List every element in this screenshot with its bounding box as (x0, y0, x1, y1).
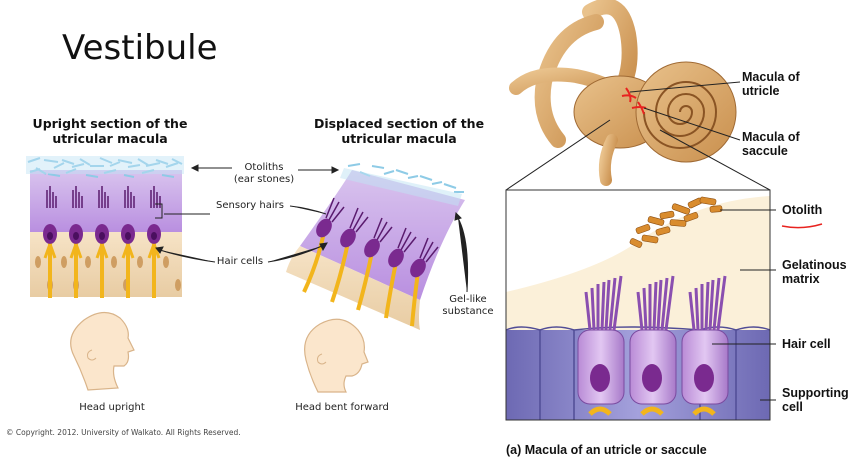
detail-leader-lines (712, 209, 776, 401)
left-leader-lines (155, 164, 469, 293)
head-bent-forward-icon (304, 318, 369, 393)
copyright-notice: © Copyright. 2012. University of Walkato… (6, 428, 241, 437)
macula-utricle-label: Macula of utricle (742, 70, 800, 98)
upright-section-title: Upright section of the utricular macula (32, 116, 188, 146)
figure-caption: (a) Macula of an utricle or saccule (506, 443, 707, 457)
macula-hair-cells (577, 275, 729, 416)
otolith-underline-annotation (781, 223, 823, 229)
head-bent-label: Head bent forward (295, 402, 389, 413)
supporting-cell-label: Supporting cell (782, 386, 849, 414)
slide-title: Vestibule (62, 28, 218, 68)
upright-hair-cells (43, 186, 161, 298)
otoliths-label: Otoliths (244, 162, 284, 173)
otoliths-sublabel: (ear stones) (233, 174, 295, 185)
displaced-macula-section (286, 163, 465, 330)
upright-otoliths (27, 157, 183, 178)
gelatinous-matrix-label: Gelatinous matrix (782, 258, 847, 286)
otolith-label: Otolith (782, 203, 823, 217)
right-leader-lines (505, 81, 771, 191)
otolith-crystals (629, 196, 723, 248)
gel-substance-label: Gel-like substance (442, 294, 494, 317)
macula-detail-box (505, 189, 771, 421)
displaced-section-title: Displaced section of the utricular macul… (313, 116, 485, 146)
upright-macula-section (26, 156, 184, 298)
head-upright-icon (70, 311, 135, 391)
macula-saccule-label: Macula of saccule (742, 130, 800, 158)
sensory-hairs-label: Sensory hairs (216, 200, 284, 211)
hair-cell-label: Hair cell (782, 337, 831, 351)
head-upright-label: Head upright (79, 402, 145, 413)
inner-ear-illustration (509, 0, 737, 186)
red-annotation-marks (621, 87, 647, 115)
displaced-hair-cells (302, 197, 439, 327)
hair-cells-label: Hair cells (216, 256, 264, 267)
